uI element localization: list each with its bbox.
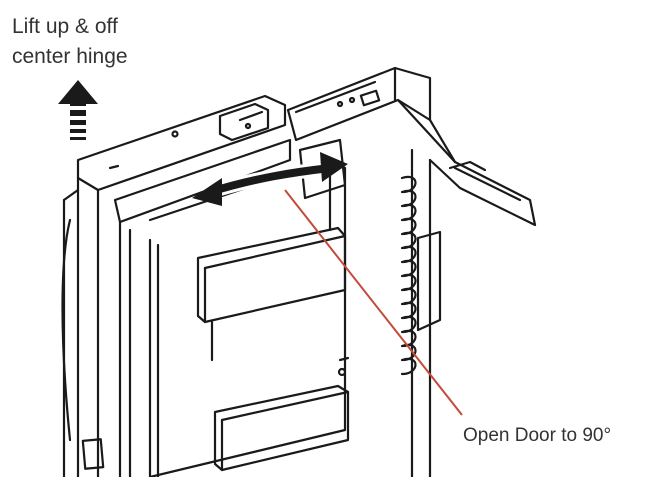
lift-hinge-label-line2: center hinge (12, 42, 128, 72)
lift-hinge-label-line1: Lift up & off (12, 12, 128, 42)
open-door-label: Open Door to 90° (463, 424, 611, 448)
left-door (63, 96, 291, 477)
double-curved-arrow-icon (192, 152, 348, 206)
lift-hinge-label: Lift up & off center hinge (12, 12, 128, 72)
door-bins (150, 140, 348, 477)
door-gasket-coil (402, 177, 416, 374)
up-arrow-icon (58, 80, 98, 140)
leader-line (285, 190, 462, 415)
